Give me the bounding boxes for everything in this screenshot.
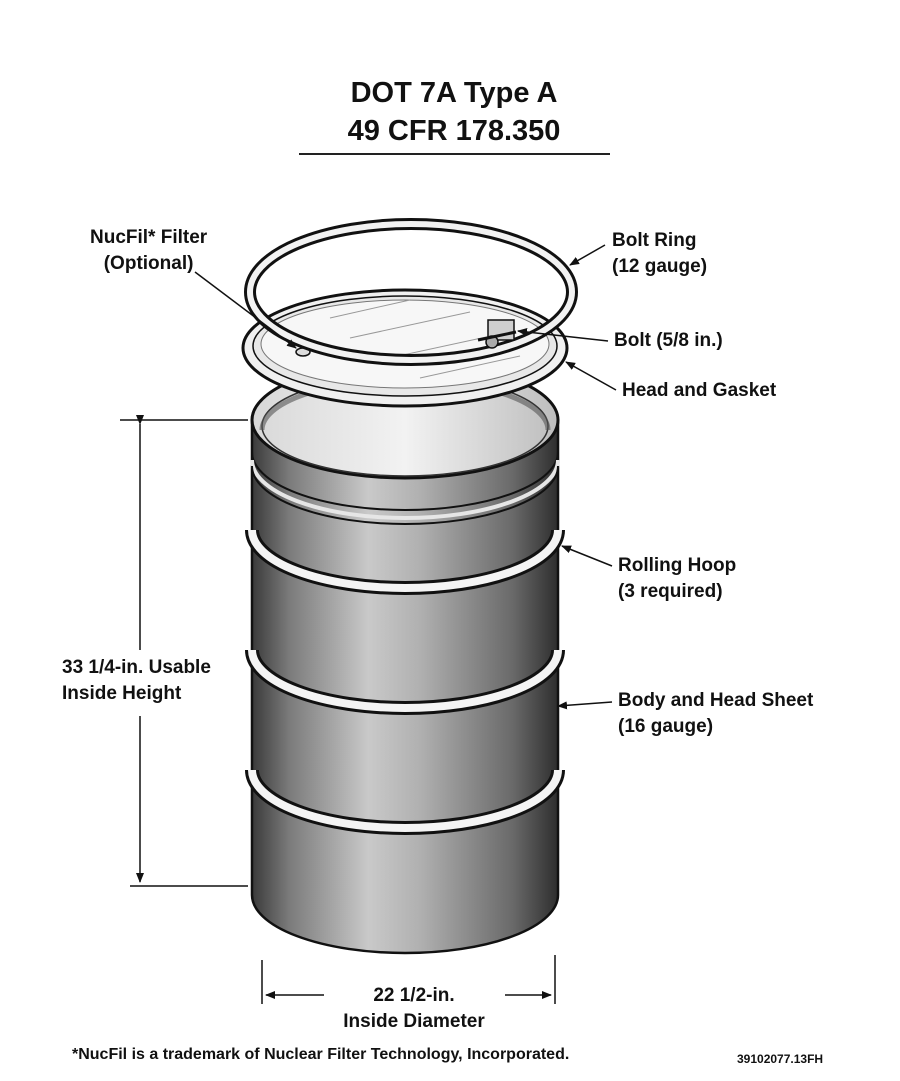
drum-body bbox=[250, 360, 560, 955]
diameter-dimension bbox=[261, 955, 556, 1004]
diagram-title: DOT 7A Type A bbox=[350, 77, 558, 109]
body-sheet-leader bbox=[557, 701, 613, 710]
diagram-subtitle: 49 CFR 178.350 bbox=[347, 115, 561, 147]
bolt-ring-label: Bolt Ring (12 gauge) bbox=[612, 230, 708, 277]
nucfil-filter-label: NucFil* Filter (Optional) bbox=[90, 227, 208, 274]
filter-leader bbox=[194, 271, 297, 349]
rolling-hoops bbox=[245, 529, 565, 835]
head-and-gasket bbox=[241, 288, 569, 408]
height-dimension bbox=[120, 415, 248, 887]
body-sheet-label: Body and Head Sheet (16 gauge) bbox=[618, 690, 814, 737]
rolling-hoop-label: Rolling Hoop (3 required) bbox=[618, 555, 737, 602]
bolt bbox=[477, 319, 517, 349]
callout-leaders bbox=[194, 244, 617, 710]
trademark-footnote: *NucFil is a trademark of Nuclear Filter… bbox=[72, 1046, 570, 1063]
title-underline bbox=[299, 153, 610, 155]
head-gasket-label: Head and Gasket bbox=[622, 380, 777, 401]
head-gasket-leader bbox=[565, 361, 617, 391]
bolt-ring bbox=[244, 218, 578, 366]
diameter-label: 22 1/2-in. Inside Diameter bbox=[343, 985, 485, 1032]
height-label: 33 1/4-in. Usable Inside Height bbox=[62, 657, 211, 704]
bolt-label: Bolt (5/8 in.) bbox=[614, 330, 723, 351]
bolt-leader bbox=[517, 328, 609, 342]
rolling-hoop-leader bbox=[561, 545, 613, 567]
figure-code: 39102077.13FH bbox=[737, 1052, 824, 1066]
bolt-ring-leader bbox=[569, 244, 606, 266]
